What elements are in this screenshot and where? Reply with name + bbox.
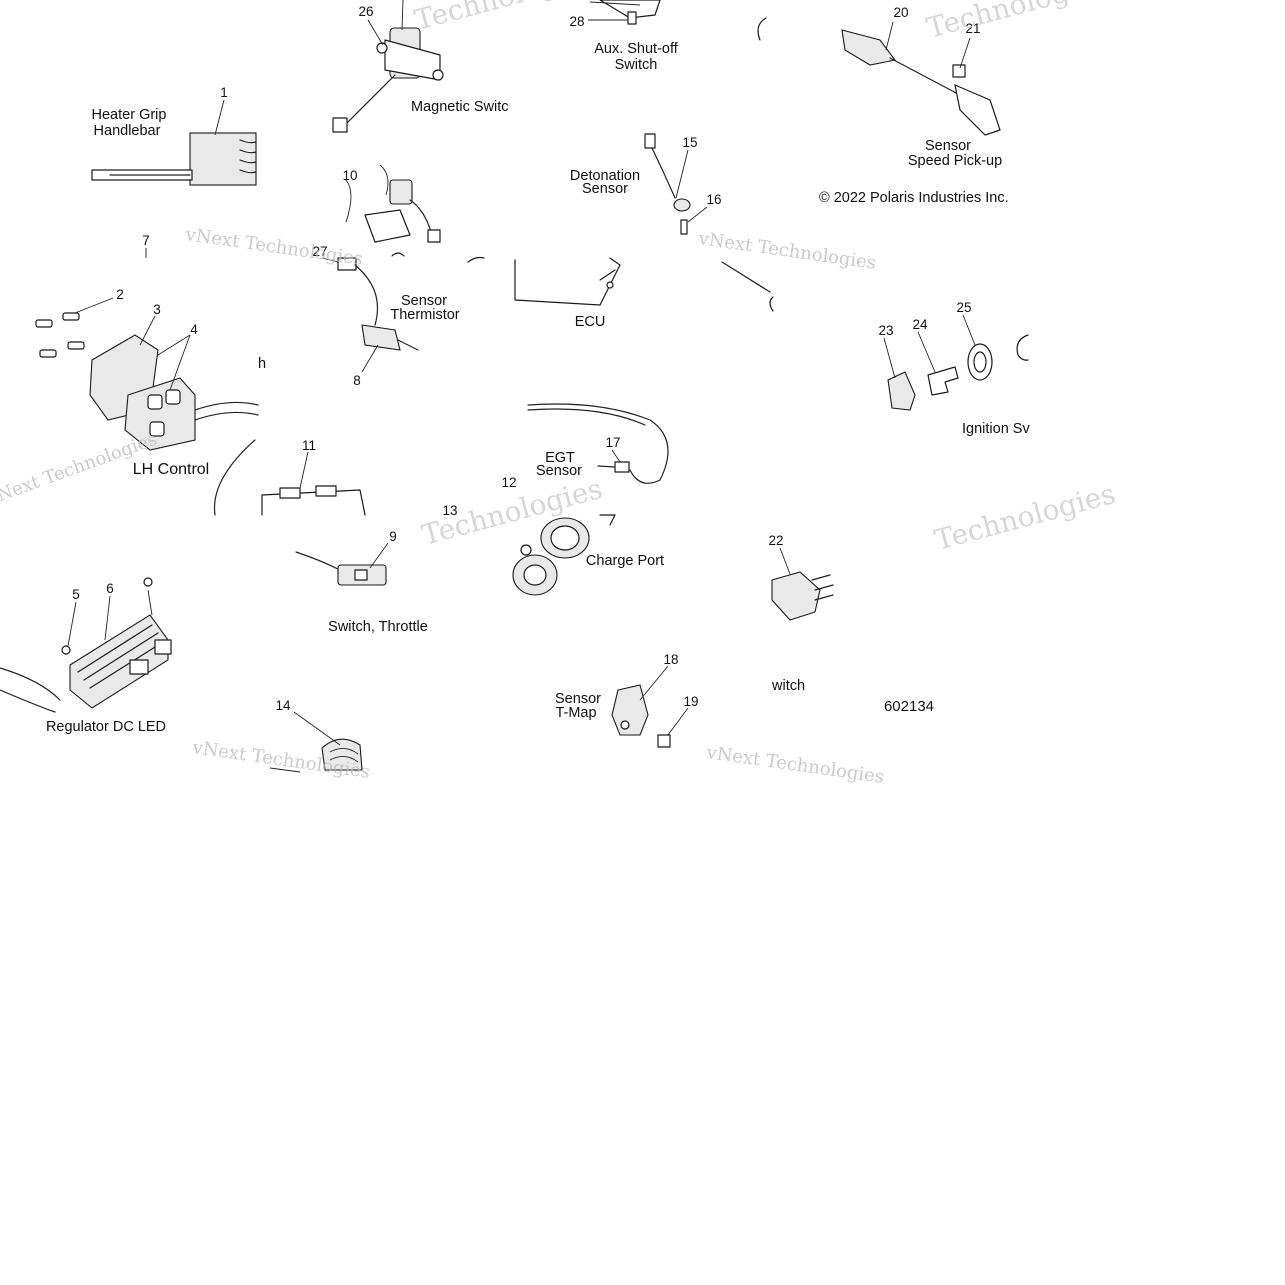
callout-numbers: 1 2 3 4 5 6 7 8 9 10 11 12 13 14 15 16 1… [72,4,980,713]
thermistor-part [337,257,419,351]
callout-23: 23 [878,323,893,338]
magnetic-switch-part [332,27,444,133]
part-14 [321,738,363,771]
label-ecu: ECU [575,314,606,330]
callout-14: 14 [275,698,291,713]
detonation-sensor-part [644,133,691,235]
label-egt-line2: Sensor [536,463,582,479]
label-aux-shutoff-line2: Switch [615,57,658,73]
callout-7: 7 [142,233,150,248]
callout-8: 8 [353,373,361,388]
callout-22: 22 [768,533,783,548]
label-detonation-line2: Sensor [582,181,628,197]
throttle-switch-part [295,551,387,586]
callout-11: 11 [302,438,316,453]
label-magnetic-switch: Magnetic Switc [411,99,509,115]
egt-sensor-part [527,403,669,484]
label-regulator: Regulator DC LED [46,719,166,735]
label-tmap-line1: Sensor [555,691,601,707]
watermark-vnext: vNext Technologies [696,228,877,274]
label-tmap-line2: T-Map [555,705,596,721]
copyright-notice: © 2022 Polaris Industries Inc. [819,190,1009,206]
callout-10: 10 [342,168,357,183]
callout-9: 9 [389,529,397,544]
ecu-part [514,257,621,306]
callout-20: 20 [893,5,908,20]
label-charge-port: Charge Port [586,553,664,569]
label-lh-control: LH Control [133,461,209,478]
lh-control-part [35,312,259,451]
figure-id: 602134 [884,698,934,715]
leader-lines [67,0,976,773]
callout-28: 28 [569,14,584,29]
callout-13: 13 [442,503,457,518]
heater-grip-part [91,132,257,186]
callout-24: 24 [912,317,928,332]
label-egt-line1: EGT [545,450,575,466]
label-thermistor-line2: Thermistor [390,307,459,323]
label-ignition-switch: Ignition Sv [962,421,1030,437]
callout-18: 18 [663,652,678,667]
callout-16: 16 [706,192,721,207]
callout-2: 2 [116,287,124,302]
callout-1: 1 [220,85,228,100]
callout-4: 4 [190,322,198,337]
partial-part-30 [391,252,774,312]
callout-5: 5 [72,587,80,602]
callout-26: 26 [358,4,373,19]
label-h-partial: h [258,356,266,372]
label-sensor-speed-line2: Speed Pick-up [908,153,1002,169]
label-thermistor-line1: Sensor [401,293,447,309]
label-switch-partial: witch [771,678,805,694]
switch-22-part [771,571,834,621]
label-heater-grip-line2: Handlebar [94,123,161,139]
regulator-part [0,577,172,713]
speed-sensor-part [757,17,1001,136]
ignition-switch-part [887,334,1029,411]
aux-shutoff-part [599,0,661,25]
callout-19: 19 [683,694,698,709]
tmap-sensor-part [611,684,671,748]
label-aux-shutoff-line1: Aux. Shut-off [594,41,679,57]
label-detonation-line1: Detonation [570,168,640,184]
callout-6: 6 [106,581,114,596]
label-sensor-speed-line1: Sensor [925,138,971,154]
module-11-part [213,439,366,516]
label-heater-grip-line1: Heater Grip [92,107,167,123]
connector-10-part [345,164,441,243]
callout-21: 21 [965,21,980,36]
callout-17: 17 [605,435,620,450]
callout-12: 12 [501,475,516,490]
callout-25: 25 [956,300,971,315]
callout-3: 3 [153,302,161,317]
label-switch-throttle: Switch, Throttle [328,619,428,635]
callout-27: 27 [312,244,327,259]
watermark-vnext: vNext Technologies [183,224,364,270]
charge-port-part [512,514,616,596]
callout-15: 15 [682,135,697,150]
part-labels: Heater Grip Handlebar Magnetic Switc Aux… [46,41,1030,735]
